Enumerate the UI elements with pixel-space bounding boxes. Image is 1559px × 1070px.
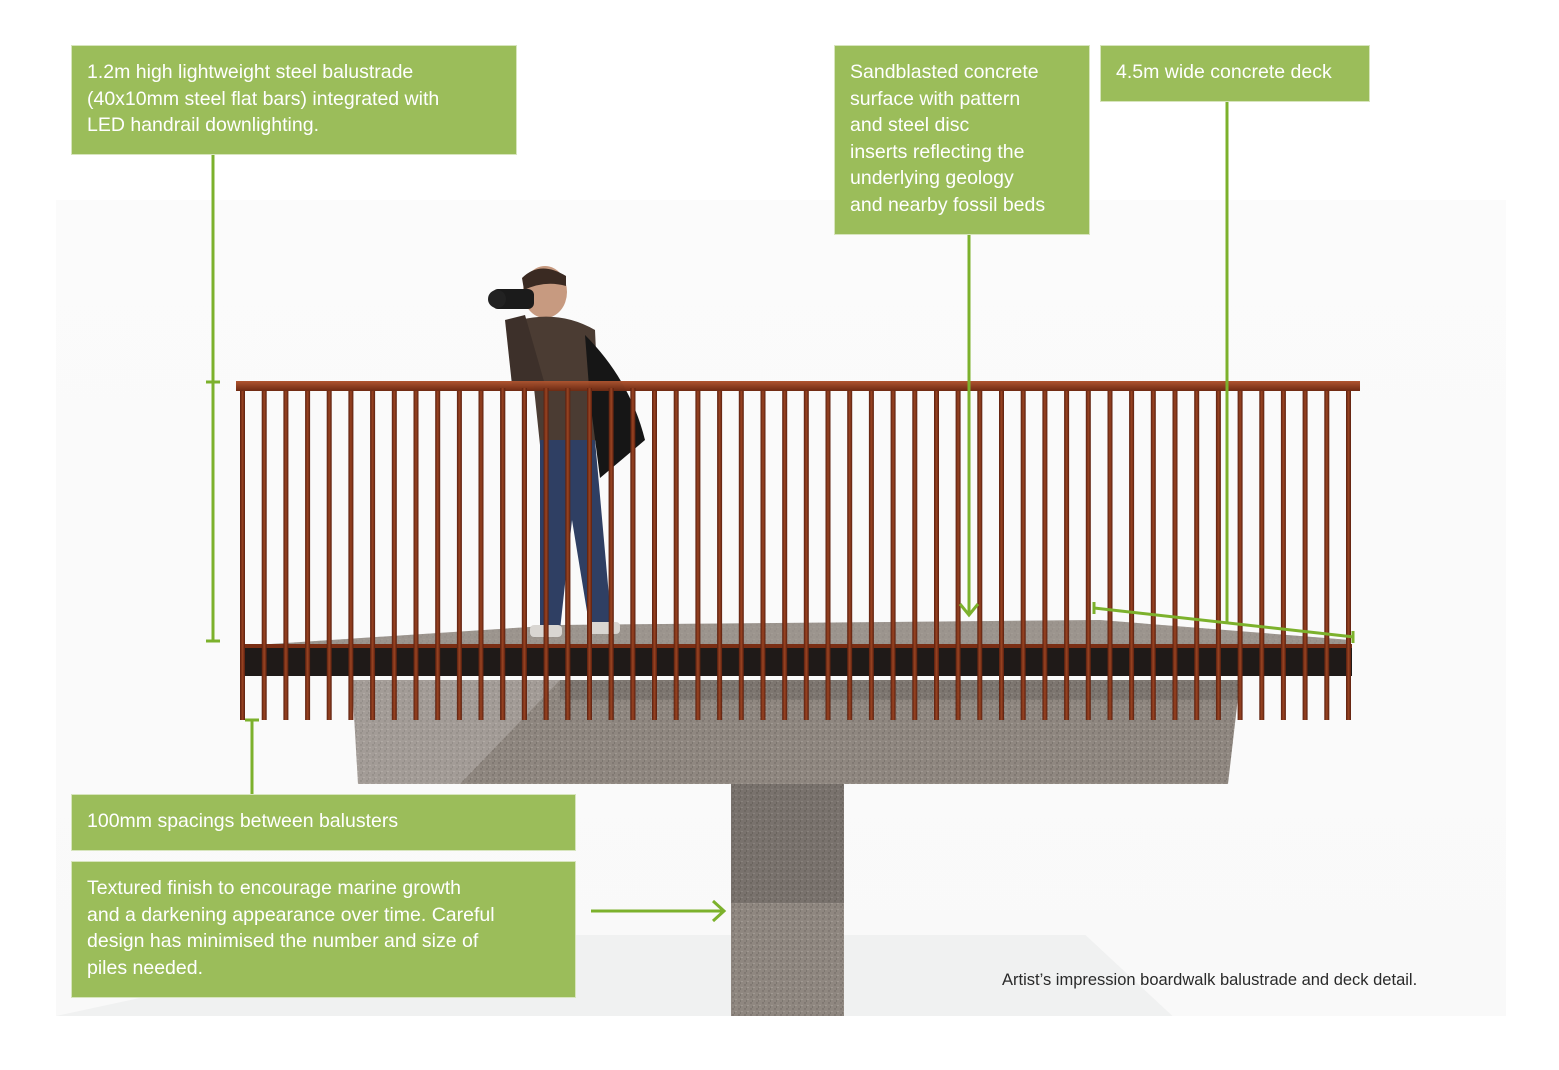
figure-caption: Artist’s impression boardwalk balustrade…	[1002, 971, 1418, 989]
callout-sandblasted-surface: Sandblasted concrete surface with patter…	[834, 45, 1090, 235]
pile-column	[731, 783, 844, 1016]
leader-surface-arrow	[958, 235, 980, 618]
concrete-deck-surface	[240, 620, 1350, 647]
leader-deck-width	[1092, 101, 1355, 643]
callout-deck-width: 4.5m wide concrete deck	[1100, 45, 1370, 102]
callout-balustrade: 1.2m high lightweight steel balustrade (…	[71, 45, 517, 155]
concrete-headstock	[352, 680, 1240, 784]
callout-textured-finish: Textured finish to encourage marine grow…	[71, 861, 576, 998]
deck-fascia	[240, 646, 1352, 676]
photographer-figure	[488, 266, 645, 637]
leader-finish-arrow	[591, 899, 727, 923]
callout-baluster-spacing: 100mm spacings between balusters	[71, 794, 576, 851]
leader-balustrade-height	[206, 155, 220, 643]
leader-baluster-spacing	[245, 718, 259, 795]
